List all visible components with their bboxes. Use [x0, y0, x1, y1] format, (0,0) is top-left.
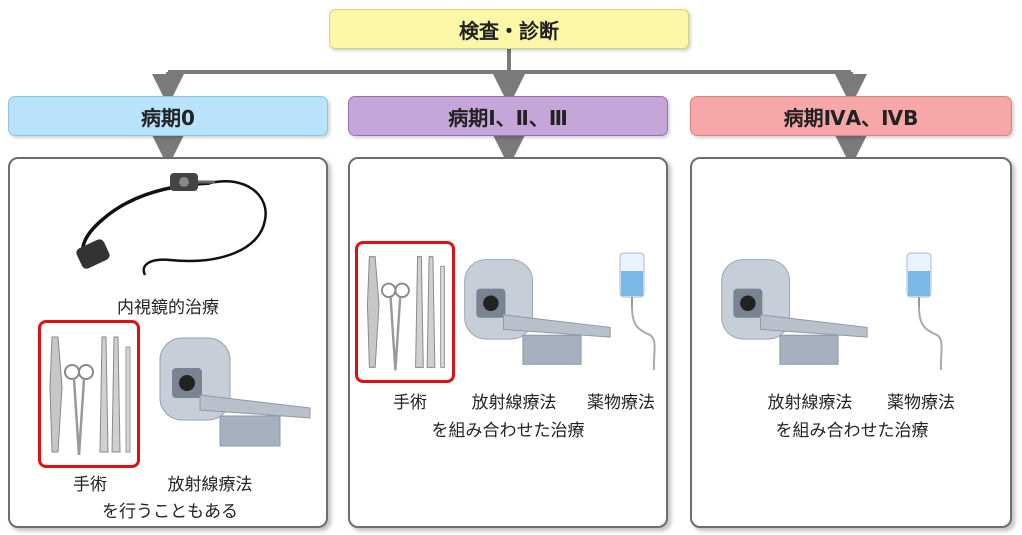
surgery-label: 手術	[73, 475, 107, 495]
stage-0-note: を行うこともある	[102, 502, 238, 522]
surgical-instruments-icon	[49, 336, 131, 456]
radiation-label: 放射線療法	[167, 475, 253, 495]
stage-4-treatment-panel	[690, 157, 1012, 528]
stage-0-label: 病期0	[141, 105, 195, 130]
exam-diagnosis-label: 検査・診断	[459, 18, 559, 43]
stage-0-box: 病期0	[8, 96, 328, 136]
iv-drip-icon	[619, 252, 656, 371]
stage-4-note: を組み合わせた治療	[775, 421, 929, 441]
stage-4-box: 病期ⅣA、ⅣB	[690, 96, 1012, 136]
radiation-label: 放射線療法	[471, 393, 557, 413]
drug-therapy-label: 薬物療法	[587, 393, 655, 413]
endoscopy-label: 内視鏡的治療	[117, 298, 219, 318]
endoscope-icon	[76, 173, 267, 276]
drug-therapy-label: 薬物療法	[887, 393, 955, 413]
radiation-label: 放射線療法	[767, 393, 853, 413]
radiation-machine-icon	[159, 337, 311, 447]
iv-drip-icon	[906, 252, 943, 371]
surgery-label: 手術	[393, 393, 427, 413]
radiation-machine-icon	[464, 259, 611, 365]
radiation-machine-icon	[721, 259, 868, 365]
surgical-instruments-icon	[366, 256, 445, 371]
exam-diagnosis-box: 検査・診断	[329, 9, 689, 49]
stage-1-2-3-note: を組み合わせた治療	[431, 421, 585, 441]
stage-4-label: 病期ⅣA、ⅣB	[783, 105, 919, 130]
stage-1-2-3-label: 病期Ⅰ、Ⅱ、Ⅲ	[448, 105, 568, 130]
stage-1-2-3-box: 病期Ⅰ、Ⅱ、Ⅲ	[348, 96, 668, 136]
